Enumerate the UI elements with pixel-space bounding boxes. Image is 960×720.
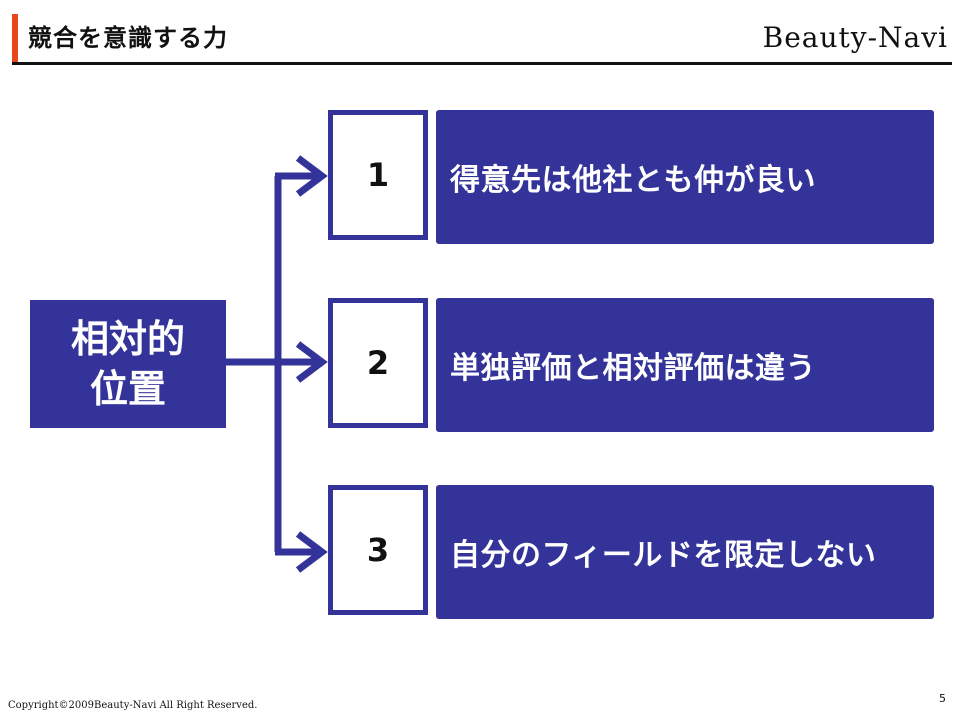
source-box: 相対的 位置 <box>30 300 226 428</box>
page-number: 5 <box>939 692 946 705</box>
number-box-2: 2 <box>328 298 428 428</box>
item-box-3: 自分のフィールドを限定しない <box>436 485 934 619</box>
title-accent-bar <box>12 14 18 62</box>
number-box-1: 1 <box>328 110 428 240</box>
brand-logo: Beauty-Navi <box>762 21 948 54</box>
copyright-text: Copyright©2009Beauty-Navi All Right Rese… <box>8 700 258 711</box>
arrowhead-3 <box>295 531 328 573</box>
slide-title: 競合を意識する力 <box>28 24 228 52</box>
arrowhead-2 <box>295 341 328 383</box>
title-divider <box>12 62 952 65</box>
item-box-1: 得意先は他社とも仲が良い <box>436 110 934 244</box>
item-box-2: 単独評価と相対評価は違う <box>436 298 934 432</box>
number-box-3: 3 <box>328 485 428 615</box>
arrowhead-1 <box>295 155 328 197</box>
